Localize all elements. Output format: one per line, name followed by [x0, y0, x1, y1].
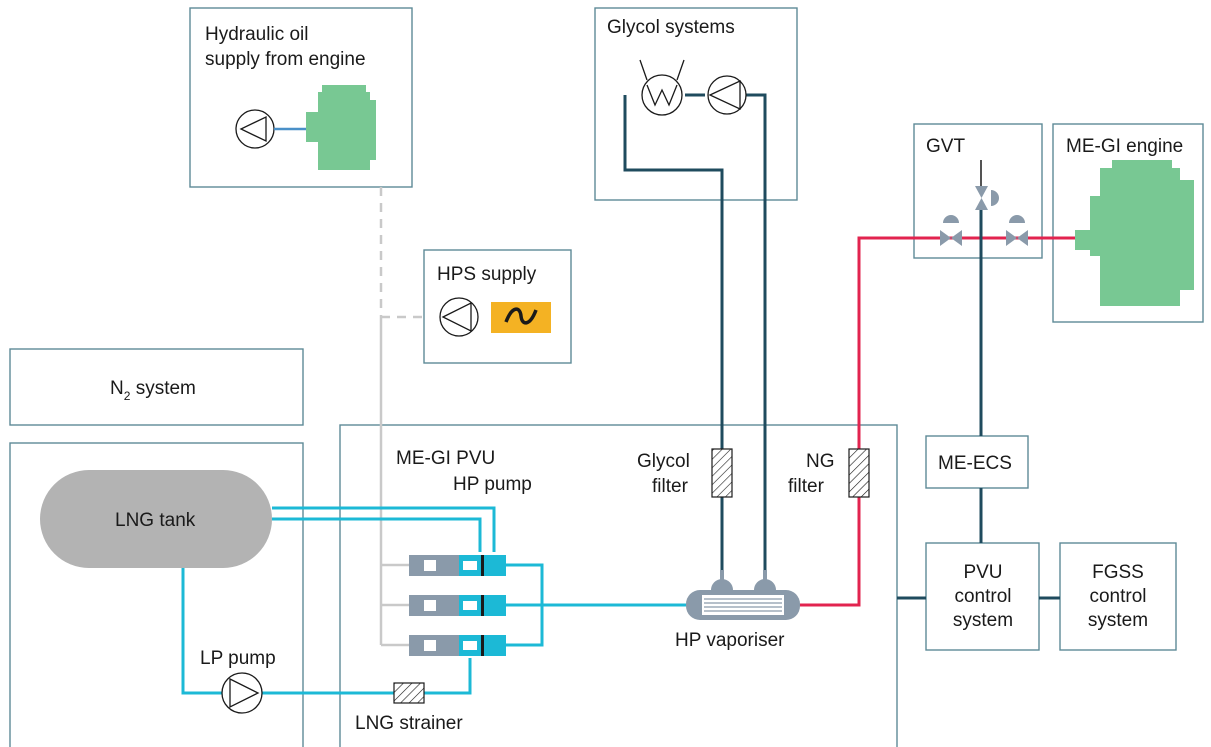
- me-gi-engine-box: [1052, 123, 1204, 323]
- hp-pump-label: HP pump: [453, 474, 532, 495]
- me-gi-engine-icon: [1075, 160, 1194, 306]
- fgss-control-label-3: system: [1088, 610, 1148, 631]
- glycol-filter-label-1: Glycol: [637, 451, 690, 472]
- me-gi-pvu-box: [339, 424, 898, 747]
- glycol-heater-icon: [639, 59, 685, 116]
- hps-supply-label: HPS supply: [437, 264, 537, 285]
- engine-label: ME-GI engine: [1066, 136, 1183, 157]
- glycol-filter-icon: [711, 448, 733, 498]
- n2-system-box: [9, 348, 304, 426]
- ac-supply-icon: [491, 302, 551, 333]
- hydraulic-supply-line: [379, 317, 409, 647]
- ng-filter-label-2: filter: [788, 476, 825, 497]
- n2-main: N: [110, 378, 124, 399]
- glycol-supply-line: [623, 95, 724, 578]
- lp-pump-icon: [221, 672, 263, 714]
- hp-vaporiser-icon: [686, 570, 800, 620]
- ng-filter-icon: [848, 448, 870, 498]
- tank-to-pump-top-line: [272, 506, 496, 552]
- fgss-control-label-1: FGSS: [1092, 562, 1144, 583]
- gvt-valve-icon: [940, 160, 1028, 246]
- pvu-control-label-3: system: [953, 610, 1013, 631]
- pvu-control-label-1: PVU: [963, 562, 1002, 583]
- n2-sub: 2: [124, 389, 131, 403]
- lp-pump-label: LP pump: [200, 648, 276, 669]
- glycol-systems-box: [594, 7, 798, 201]
- me-ecs-box: [925, 435, 1029, 489]
- lng-tank-icon: [40, 470, 272, 568]
- glycol-systems-label: Glycol systems: [607, 17, 735, 38]
- glycol-pump-icon: [707, 75, 747, 115]
- me-ecs-label: ME-ECS: [938, 453, 1012, 474]
- strainer-to-pumps-line: [424, 658, 472, 695]
- hp-vaporiser-label: HP vaporiser: [675, 630, 785, 651]
- hps-pump-icon: [439, 297, 479, 337]
- hydraulic-label-2: supply from engine: [205, 49, 366, 70]
- lng-strainer-label: LNG strainer: [355, 713, 463, 734]
- glycol-return-line: [746, 93, 767, 578]
- lp-supply-line: [181, 550, 222, 695]
- ng-line: [800, 236, 1075, 607]
- gvt-box: [913, 123, 1043, 259]
- gvt-label: GVT: [926, 136, 965, 157]
- hydraulic-label-1: Hydraulic oil: [205, 24, 308, 45]
- lng-strainer-icon: [393, 682, 425, 704]
- pvu-label: ME-GI PVU: [396, 448, 495, 469]
- lng-tank-label: LNG tank: [115, 510, 196, 531]
- hydraulic-engine-icon: [306, 85, 376, 170]
- ng-filter-label-1: NG: [806, 451, 835, 472]
- n2-system-label: N2 system: [110, 378, 196, 403]
- pvu-control-label-2: control: [954, 586, 1011, 607]
- hydraulic-oil-box: [189, 7, 413, 188]
- n2-tail: system: [130, 378, 195, 399]
- lng-tank-box: [9, 442, 304, 747]
- tank-to-pump-mid-line: [272, 517, 482, 552]
- hp-pump-icon: [409, 555, 506, 656]
- hps-supply-box: [423, 249, 572, 364]
- fgss-control-label-2: control: [1089, 586, 1146, 607]
- glycol-filter-label-2: filter: [652, 476, 689, 497]
- pump-return-line: [506, 563, 686, 647]
- hydraulic-pump-icon: [235, 109, 307, 149]
